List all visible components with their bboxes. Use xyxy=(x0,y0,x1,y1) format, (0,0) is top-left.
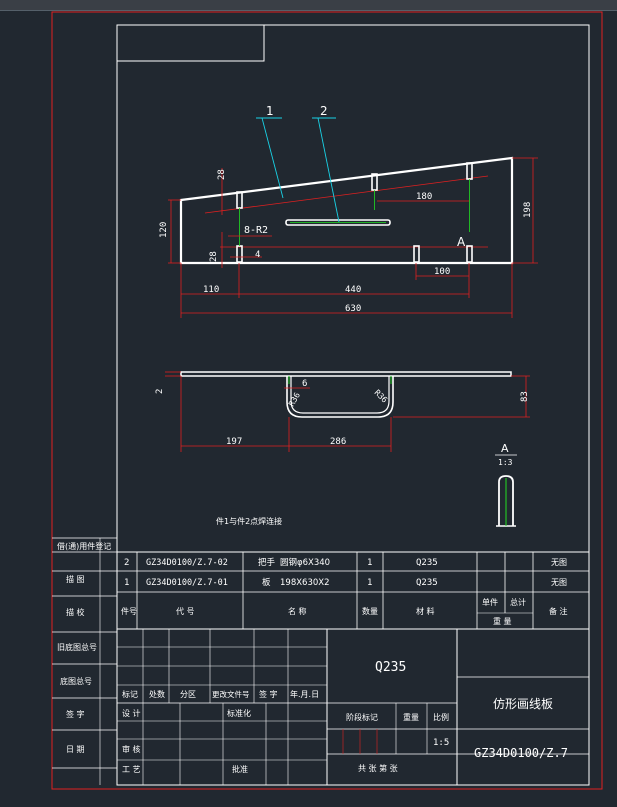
dim-2: 2 xyxy=(155,389,165,394)
lc-label-0: 借(通)用件登记 xyxy=(57,541,111,551)
bom-r2-no: 1 xyxy=(124,578,129,588)
bom-h-qty: 数量 xyxy=(362,606,378,616)
section-view: 2 6 R36 R36 83 197 286 xyxy=(155,371,530,452)
lc-label-3: 旧底图总号 xyxy=(57,642,97,652)
lc-label-1: 描 图 xyxy=(66,574,85,584)
tb-standardize: 标准化 xyxy=(227,708,251,718)
dim-83: 83 xyxy=(520,391,530,402)
weld-note: 件1与件2点焊连接 xyxy=(216,516,282,526)
title-block: 标记 处数 分区 更改文件号 签 字 年.月.日 设 计 标准化 审 核 工 艺… xyxy=(117,629,589,785)
lc-label-6: 日 期 xyxy=(66,745,85,754)
dim-197: 197 xyxy=(226,437,242,447)
bom-r2-note: 无图 xyxy=(551,578,567,587)
inner-frame xyxy=(116,24,590,786)
detail-label: A xyxy=(501,442,509,455)
corner-code-box xyxy=(116,24,265,62)
leader-2 xyxy=(312,117,340,223)
dim-100: 100 xyxy=(434,267,450,277)
bom-h-code: 代 号 xyxy=(176,606,195,616)
bom-r2-qty: 1 xyxy=(367,578,372,588)
tb-col-date: 年.月.日 xyxy=(290,689,319,699)
bom-r2-spec: 198X630X2 xyxy=(280,578,330,588)
tb-material: Q235 xyxy=(375,660,406,675)
bom-h-material: 材 料 xyxy=(416,606,435,616)
plate-section xyxy=(180,371,512,377)
tb-weight: 重量 xyxy=(403,712,419,722)
tb-review: 审 核 xyxy=(122,744,141,754)
detail-view-a: A 1:3 xyxy=(495,442,517,527)
bom-h-name: 名 称 xyxy=(288,606,307,616)
outer-frame xyxy=(51,11,603,790)
top-toolbar-strip xyxy=(0,0,617,11)
bom-r1-no: 2 xyxy=(124,558,129,568)
dim-28-bottom: 28 xyxy=(209,251,219,262)
dim-440: 440 xyxy=(345,285,361,295)
handle-section-outer xyxy=(286,376,394,418)
leader-1 xyxy=(256,117,284,199)
tb-process: 工 艺 xyxy=(122,765,141,774)
handle-bar xyxy=(285,219,391,226)
dim-110: 110 xyxy=(203,285,219,295)
slot-3 xyxy=(466,162,473,180)
bom-r1-note: 无图 xyxy=(551,558,567,567)
plan-view: 1 2 28 180 198 120 8-R2 28 4 A 100 xyxy=(159,104,538,318)
tb-approve: 批准 xyxy=(232,764,248,774)
left-column: 借(通)用件登记 描 图 描 校 旧底图总号 底图总号 签 字 日 期 xyxy=(52,537,117,785)
tb-scale-label: 比例 xyxy=(433,712,449,722)
bom-r1-spec: 圆钢φ6X340 xyxy=(280,557,330,568)
bom-h-total: 总计 xyxy=(510,597,526,607)
dim-4: 4 xyxy=(255,250,260,260)
dim-28-top: 28 xyxy=(217,169,227,180)
section-mark-a: A xyxy=(457,235,466,249)
detail-slot-outline xyxy=(498,475,514,526)
bom-r1-qty: 1 xyxy=(367,558,372,568)
handle-section-inner xyxy=(290,376,390,414)
tb-col-count: 处数 xyxy=(149,689,165,699)
slot-4 xyxy=(236,245,243,263)
bom-h-note: 备 注 xyxy=(549,606,568,616)
bom-r1-material: Q235 xyxy=(416,558,438,568)
tb-scale: 1:5 xyxy=(433,738,449,748)
tb-stage-mark: 阶段标记 xyxy=(346,712,378,722)
dim-r36-right: R36 xyxy=(373,388,390,405)
tb-drawing-no: GZ34D0100/Z.7 xyxy=(474,746,568,760)
tb-drawing-name: 仿形画线板 xyxy=(493,697,553,711)
slot-5 xyxy=(413,245,420,263)
dim-180: 180 xyxy=(416,192,432,202)
dim-630: 630 xyxy=(345,304,361,314)
bom-r2-name: 板 xyxy=(262,577,271,588)
dim-198: 198 xyxy=(523,202,533,218)
lc-label-5: 签 字 xyxy=(66,709,85,719)
dim-8-r2: 8-R2 xyxy=(244,225,268,236)
slot-6 xyxy=(466,245,473,263)
slot-1 xyxy=(236,191,243,209)
tb-sheets: 共 张 第 张 xyxy=(358,763,398,773)
bom-h-weight: 重 量 xyxy=(493,616,512,626)
bom-h-unit: 单件 xyxy=(482,597,498,607)
lc-label-2: 描 校 xyxy=(66,607,85,617)
balloon-1: 1 xyxy=(266,104,274,118)
bom-r2-material: Q235 xyxy=(416,578,438,588)
bom-h-no: 件号 xyxy=(121,606,137,616)
bom-table: 2 GZ34D0100/Z.7-02 把手 圆钢φ6X340 1 Q235 无图… xyxy=(117,551,589,630)
tb-col-mark: 标记 xyxy=(122,689,138,699)
dim-286: 286 xyxy=(330,437,346,447)
tb-col-change: 更改文件号 xyxy=(212,689,250,699)
balloon-2: 2 xyxy=(320,104,328,118)
dim-120: 120 xyxy=(159,222,169,238)
tb-col-sign: 签 字 xyxy=(259,689,278,699)
dim-r36-left: R36 xyxy=(287,391,302,408)
detail-scale: 1:3 xyxy=(498,458,513,467)
tb-design: 设 计 xyxy=(122,708,141,718)
lc-label-4: 底图总号 xyxy=(60,676,92,686)
dim-6: 6 xyxy=(302,379,307,389)
bom-r2-code: GZ34D0100/Z.7-01 xyxy=(146,578,228,588)
bom-r1-code: GZ34D0100/Z.7-02 xyxy=(146,558,228,568)
tb-col-zone: 分区 xyxy=(180,690,196,699)
bom-r1-name: 把手 xyxy=(258,557,276,568)
centerline-top xyxy=(204,175,489,214)
